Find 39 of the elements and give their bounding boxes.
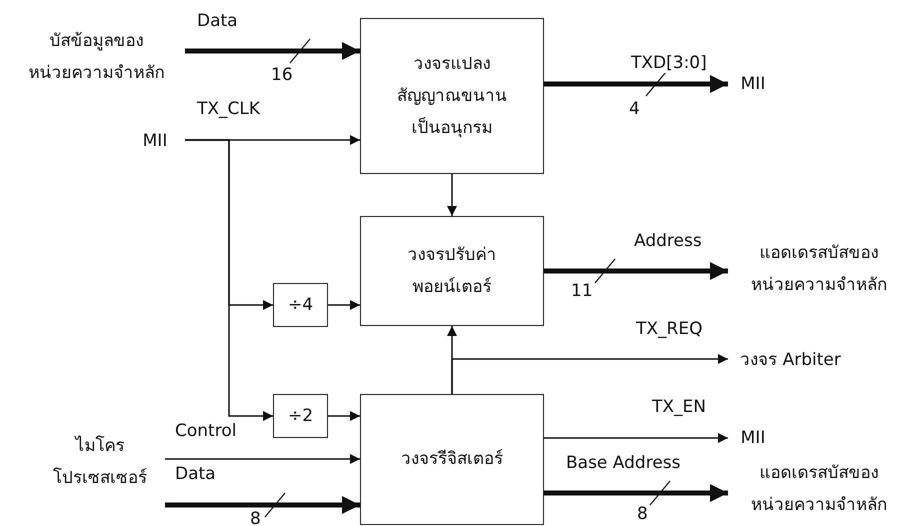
- process-box: [273, 394, 328, 438]
- box-text: ÷4: [288, 294, 314, 317]
- arrow: [185, 139, 273, 421]
- arrow: [544, 433, 728, 443]
- terminal-text: ไมโครโปรเซสเซอร์: [52, 434, 148, 490]
- bus-width-label: 8: [636, 505, 649, 524]
- arrow: [328, 300, 360, 310]
- box-text: วงจรปรับค่าพอยน์เตอร์: [406, 244, 498, 299]
- arrow: [328, 411, 360, 421]
- terminal-text: แอดเดรสบัสของหน่วยความจำหลัก: [750, 242, 888, 297]
- box-text: วงจรรีจิสเตอร์: [401, 448, 503, 472]
- box-text: ÷2: [288, 404, 314, 428]
- edge-label: TX_REQ: [635, 320, 704, 339]
- bus-width-label: 16: [270, 66, 294, 85]
- edge-label: TX_EN: [651, 398, 707, 417]
- bus-width-label: 8: [249, 510, 262, 526]
- terminal-text: วงจร Arbiter: [740, 348, 841, 372]
- edge-label: TXD[3:0]: [630, 54, 708, 73]
- terminal-text: บัสข้อมูลของหน่วยความจำหลัก: [28, 30, 166, 85]
- process-box: [273, 283, 328, 327]
- arrow: [544, 262, 728, 280]
- arrow: [451, 354, 728, 394]
- box-text: วงจรแปลงสัญญาณขนานเป็นอนุกรม: [396, 52, 508, 140]
- terminal-text: แอดเดรสบัสของหน่วยความจำหลัก: [750, 462, 888, 517]
- arrow: [165, 454, 360, 464]
- process-box: [360, 394, 544, 525]
- terminal-text: MII: [142, 130, 168, 153]
- process-box: [360, 216, 544, 326]
- arrow: [544, 484, 728, 502]
- arrow: [185, 42, 360, 60]
- arrow: [544, 75, 728, 93]
- edge-label: TX_CLK: [196, 100, 262, 119]
- arrow: [447, 174, 457, 216]
- terminal-text: MII: [740, 72, 766, 96]
- process-box: [360, 18, 544, 174]
- bus-width-label: 4: [628, 100, 641, 119]
- arrow: [165, 496, 360, 514]
- bus-width-label: 11: [570, 282, 594, 301]
- terminal-text: MII: [740, 426, 766, 450]
